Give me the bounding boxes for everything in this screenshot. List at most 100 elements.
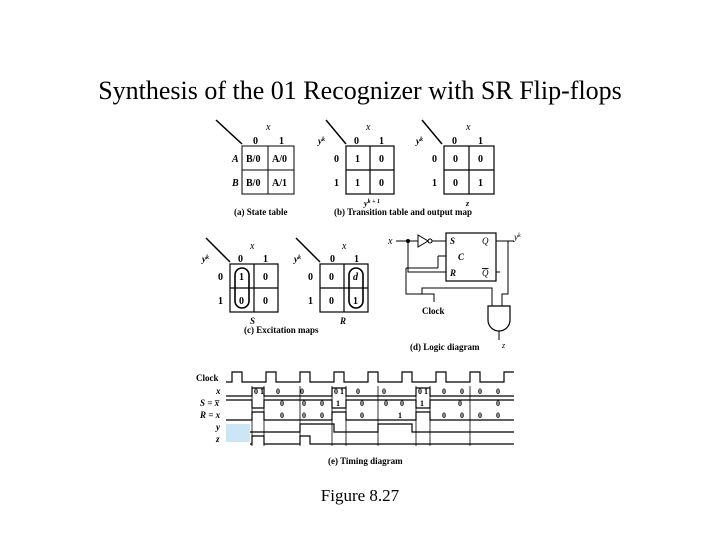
r-value-7: 0 [478, 411, 482, 420]
excitation-r-row-0: 0 [308, 272, 313, 283]
timing-signal-clock: Clock [196, 373, 219, 383]
figure-8-27: x 0 1 A B B/0 A/0 B/0 A/1 (a) State tabl… [196, 119, 521, 466]
output-cell-00: 0 [453, 154, 458, 165]
excitation-s-row-var-sup: k [206, 255, 209, 261]
flipflop-pin-r: R [449, 268, 456, 278]
excitation-r-row-var-name: y [293, 254, 299, 264]
x-value-8: 0 [418, 387, 422, 396]
transition-row-0: 0 [334, 154, 339, 165]
s-value-3: 1 [336, 399, 340, 408]
flipflop-out-qbar: Q [482, 268, 489, 278]
state-table: x 0 1 A B B/0 A/0 B/0 A/1 (a) State tabl… [215, 119, 295, 217]
excitation-r-cell-11: 1 [353, 296, 358, 307]
clock-wave [226, 371, 514, 383]
output-bottom-label: z [465, 199, 470, 208]
output-map-row-var: yk [415, 136, 423, 146]
output-map-var: x [465, 122, 471, 133]
timing-signal-y: y [215, 422, 221, 432]
x-value-11: 0 [460, 387, 464, 396]
r-value-6: 0 [460, 411, 464, 420]
x-value-1: 1 [260, 387, 264, 396]
transition-table-row-var: yk [317, 136, 325, 146]
timing-caption: (e) Timing diagram [328, 456, 403, 466]
state-table-var: x [265, 122, 271, 133]
excitation-r-loop [348, 267, 364, 309]
transition-cell-10: 1 [355, 178, 360, 189]
excitation-s-col-1: 1 [263, 254, 268, 265]
flipflop-pin-c: C [458, 252, 465, 262]
excitation-r-cell-00: 0 [329, 272, 334, 283]
transition-bottom-label-sup: k + 1 [368, 199, 380, 205]
transition-table-row-var-sup: k [322, 137, 325, 143]
inverter-icon [417, 234, 429, 248]
excitation-s-col-0: 0 [238, 254, 243, 265]
timing-signal-z: z [215, 434, 220, 444]
transition-bottom-label-name: y [363, 199, 368, 208]
output-cell-11: 1 [478, 178, 483, 189]
slide-title: Synthesis of the 01 Recognizer with SR F… [98, 76, 622, 105]
output-map-row-var-name: y [415, 136, 421, 146]
transition-cell-11: 0 [379, 178, 384, 189]
x-value-3: 0 [300, 387, 304, 396]
s-value-9: 0 [496, 399, 500, 408]
excitation-r-row-1: 1 [308, 296, 313, 307]
s-value-6: 0 [400, 399, 404, 408]
z-wave [250, 435, 514, 445]
r-value-1: 0 [302, 411, 306, 420]
excitation-s-loop [234, 267, 250, 309]
state-table-col-0: 0 [253, 136, 258, 147]
state-table-caption: (a) State table [234, 207, 288, 217]
output-map: x yk 0 1 0 1 0 0 0 1 z [415, 119, 495, 208]
excitation-s-row-1: 1 [218, 296, 223, 307]
y-wave [250, 423, 514, 433]
logic-clock-label: Clock [422, 306, 445, 316]
excitation-r-cell-10: 0 [329, 296, 334, 307]
s-wave [226, 399, 514, 409]
x-value-13: 0 [496, 387, 500, 396]
logic-input-label: x [387, 236, 393, 247]
logic-output-label: yk [513, 232, 521, 242]
x-value-5: 1 [340, 387, 344, 396]
output-map-row-var-sup: k [420, 137, 423, 143]
s-value-4: 0 [360, 399, 364, 408]
x-value-2: 0 [276, 387, 280, 396]
excitation-s-row-var: yk [201, 254, 209, 264]
x-value-6: 0 [356, 387, 360, 396]
flipflop-pin-s: S [450, 236, 455, 246]
excitation-r-col-0: 0 [330, 254, 335, 265]
state-table-row-b: B [231, 178, 239, 189]
output-col-0: 0 [452, 136, 457, 147]
logic-z-label: z [501, 341, 506, 350]
s-value-2: 0 [320, 399, 324, 408]
transition-row-1: 1 [334, 178, 339, 189]
r-wave [226, 411, 514, 421]
excitation-s-cell-00: 1 [239, 272, 244, 283]
transition-col-1: 1 [379, 136, 384, 147]
output-row-1: 1 [432, 178, 437, 189]
excitation-map-s: x yk 0 1 0 1 1 0 0 0 S [201, 237, 279, 326]
figure-caption: Figure 8.27 [320, 486, 400, 505]
r-value-2: 0 [320, 411, 324, 420]
transition-cell-01: 0 [379, 154, 384, 165]
excitation-s-bottom-label: S [250, 316, 255, 326]
transition-bottom-label: yk + 1 [363, 199, 380, 208]
state-table-col-1: 1 [279, 136, 284, 147]
state-cell-a1: A/0 [272, 154, 287, 165]
excitation-s-cell-01: 0 [263, 272, 268, 283]
r-value-0: 0 [280, 411, 284, 420]
s-value-8: 0 [458, 399, 462, 408]
x-value-10: 0 [442, 387, 446, 396]
x-value-12: 0 [478, 387, 482, 396]
excitation-r-col-1: 1 [354, 254, 359, 265]
excitation-s-cell-10: 0 [239, 296, 244, 307]
x-value-7: 0 [382, 387, 386, 396]
s-value-7: 1 [420, 399, 424, 408]
state-cell-b0: B/0 [246, 178, 260, 189]
excitation-r-cell-01: d [353, 272, 359, 283]
transition-table: x yk 0 1 0 1 1 0 1 0 yk + 1 [317, 119, 395, 208]
s-value-0: 0 [280, 399, 284, 408]
logic-caption: (d) Logic diagram [410, 342, 480, 352]
r-value-5: 0 [442, 411, 446, 420]
timing-diagram: Clock x S = x̅ R = x y z [196, 371, 514, 466]
x-value-9: 1 [424, 387, 428, 396]
